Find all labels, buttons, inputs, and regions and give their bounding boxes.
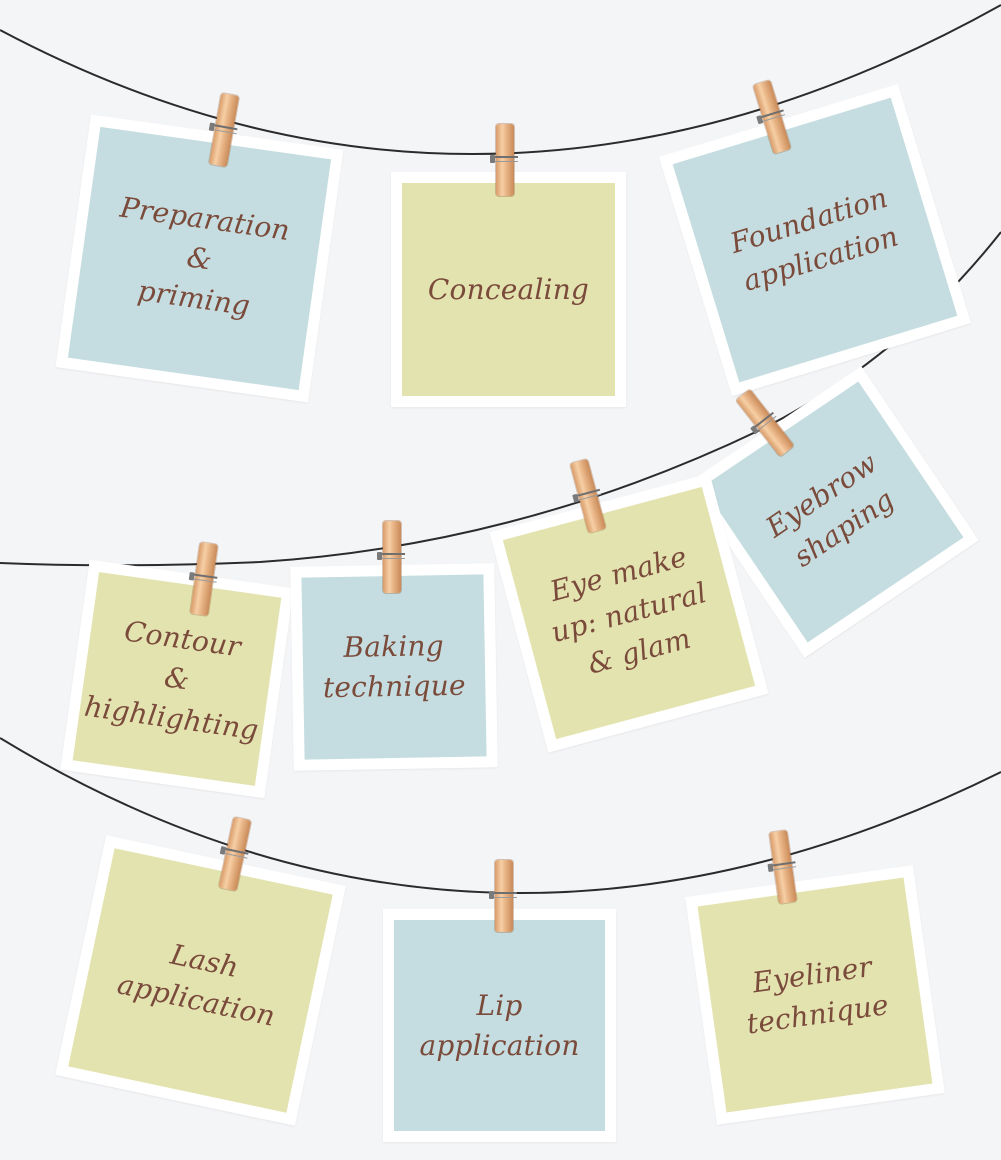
note-preparation-priming: Preparation & priming [55,114,344,403]
note-lip-application: Lip application [383,909,616,1142]
step-label: Contour & highlighting [82,614,261,747]
clothesline-middle [0,231,1001,567]
note-paper: Concealing [402,183,615,396]
step-label: Eye make up: natural & glam [546,539,711,681]
step-label: Concealing [427,272,590,306]
step-label: Eyebrow shaping [759,445,901,574]
note-contour-highlighting: Contour & highlighting [60,559,294,799]
step-label: Foundation application [726,180,903,298]
note-paper: Baking technique [301,574,487,760]
note-paper: Eyeliner technique [697,877,933,1113]
note-baking-technique: Baking technique [290,563,498,771]
clothespin-icon [377,521,405,593]
note-paper: Preparation & priming [67,126,332,391]
note-paper: Lash application [68,848,333,1113]
step-label: Preparation & priming [118,190,292,322]
clothesline-top [0,4,1001,156]
note-eyeliner-technique: Eyeliner technique [685,865,945,1125]
clothespin-icon [489,860,517,932]
step-label: Lash application [114,937,279,1033]
note-paper: Lip application [394,920,605,1131]
clothespin-icon [490,124,518,196]
step-label: Baking technique [322,629,467,705]
step-label: Eyeliner technique [744,949,891,1041]
note-paper: Contour & highlighting [72,572,282,786]
note-lash-application: Lash application [55,835,346,1126]
note-paper: Foundation application [672,97,958,383]
note-paper: Eye make up: natural & glam [502,486,756,740]
step-label: Lip application [419,988,580,1062]
note-concealing: Concealing [391,172,626,407]
